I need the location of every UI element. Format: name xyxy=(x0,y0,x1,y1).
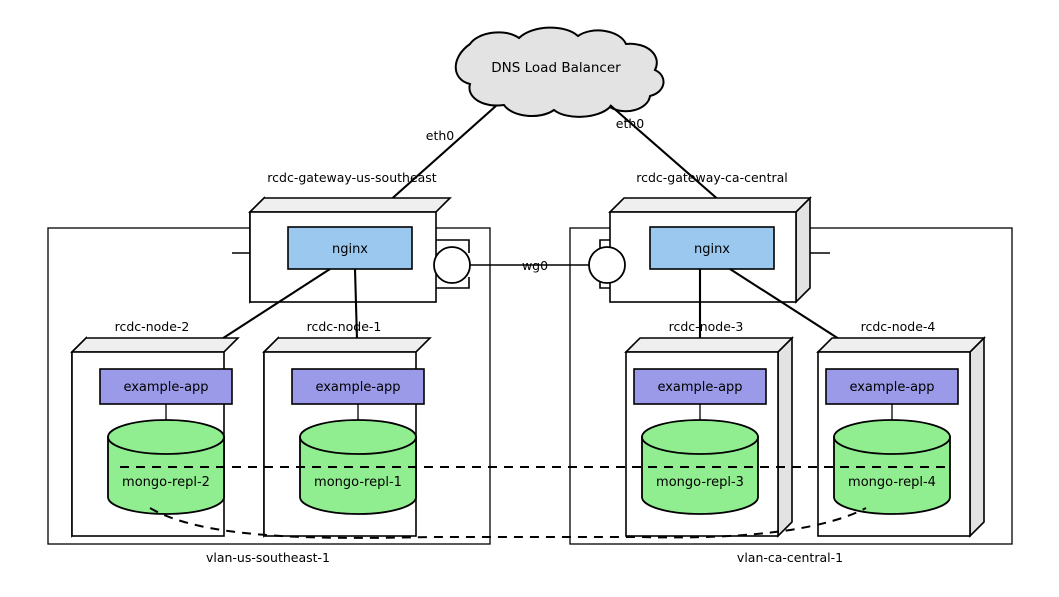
mongo-cylinder-node-4[interactable] xyxy=(833,419,951,515)
mongo-replication-line-secondary xyxy=(149,507,867,539)
example-app-box-node-4[interactable] xyxy=(825,368,959,405)
mongo-cylinder-node-2[interactable] xyxy=(107,419,225,515)
nginx-label-us-southeast: nginx xyxy=(332,242,368,257)
gateway-ca-central-top-face xyxy=(608,197,812,213)
mongo-label-node-1: mongo-repl-1 xyxy=(314,475,402,490)
example-app-box-node-2[interactable] xyxy=(99,368,233,405)
mongo-cylinder-node-3[interactable] xyxy=(641,419,759,515)
eth0-label-right: eth0 xyxy=(616,116,645,131)
cloud-label: DNS Load Balancer xyxy=(491,60,621,76)
wg0-interface-ca-central[interactable] xyxy=(588,246,626,284)
example-app-box-node-1[interactable] xyxy=(291,368,425,405)
vlan-label-ca-central: vlan-ca-central-1 xyxy=(737,550,843,565)
node-rcdc-node-4[interactable]: rcdc-node-4 example-app mongo-repl-4 xyxy=(816,319,986,538)
node-rcdc-node-2[interactable]: rcdc-node-2 example-app mongo-repl-2 xyxy=(70,319,240,538)
rcdc-node-3-side-face xyxy=(777,336,793,538)
nginx-box-us-southeast[interactable] xyxy=(287,226,413,270)
gateway-ca-central-label: rcdc-gateway-ca-central xyxy=(636,170,788,185)
gateway-us-southeast-shelf-lower xyxy=(436,277,470,289)
wg0-interface-us-southeast[interactable] xyxy=(433,246,471,284)
rcdc-node-4-label: rcdc-node-4 xyxy=(861,319,936,334)
mongo-label-node-4: mongo-repl-4 xyxy=(848,475,936,490)
example-app-label-node-1: example-app xyxy=(315,380,400,395)
wg0-label: wg0 xyxy=(522,258,548,273)
eth0-label-left: eth0 xyxy=(426,128,455,143)
rcdc-node-1-top-face xyxy=(262,337,432,353)
example-app-label-node-2: example-app xyxy=(123,380,208,395)
rcdc-node-2-label: rcdc-node-2 xyxy=(115,319,190,334)
mongo-label-node-3: mongo-repl-3 xyxy=(656,475,744,490)
gateway-ca-central-side-face xyxy=(795,196,811,304)
gateway-us-southeast-shelf-upper xyxy=(436,239,470,253)
example-app-box-node-3[interactable] xyxy=(633,368,767,405)
rcdc-node-1-label: rcdc-node-1 xyxy=(307,319,382,334)
gateway-ca-central[interactable]: nginx rcdc-gateway-ca-central xyxy=(588,170,830,304)
rcdc-node-3-top-face xyxy=(624,337,794,353)
example-app-label-node-4: example-app xyxy=(849,380,934,395)
rcdc-node-3-label: rcdc-node-3 xyxy=(669,319,744,334)
gateway-us-southeast-label: rcdc-gateway-us-southeast xyxy=(267,170,437,185)
node-rcdc-node-1[interactable]: rcdc-node-1 example-app mongo-repl-1 xyxy=(262,319,432,538)
example-app-label-node-3: example-app xyxy=(657,380,742,395)
mongo-cylinder-node-1[interactable] xyxy=(299,419,417,515)
rcdc-node-4-side-face xyxy=(969,336,985,538)
gateway-us-southeast[interactable]: nginx rcdc-gateway-us-southeast xyxy=(232,170,471,304)
mongo-label-node-2: mongo-repl-2 xyxy=(122,475,210,490)
vlan-label-us-southeast: vlan-us-southeast-1 xyxy=(206,550,330,565)
gateway-us-southeast-top-face xyxy=(248,197,452,213)
nginx-label-ca-central: nginx xyxy=(694,242,730,257)
rcdc-node-4-top-face xyxy=(816,337,986,353)
nginx-box-ca-central[interactable] xyxy=(649,226,775,270)
node-rcdc-node-3[interactable]: rcdc-node-3 example-app mongo-repl-3 xyxy=(624,319,794,538)
rcdc-node-2-top-face xyxy=(70,337,240,353)
dns-load-balancer-cloud: DNS Load Balancer xyxy=(454,26,665,118)
